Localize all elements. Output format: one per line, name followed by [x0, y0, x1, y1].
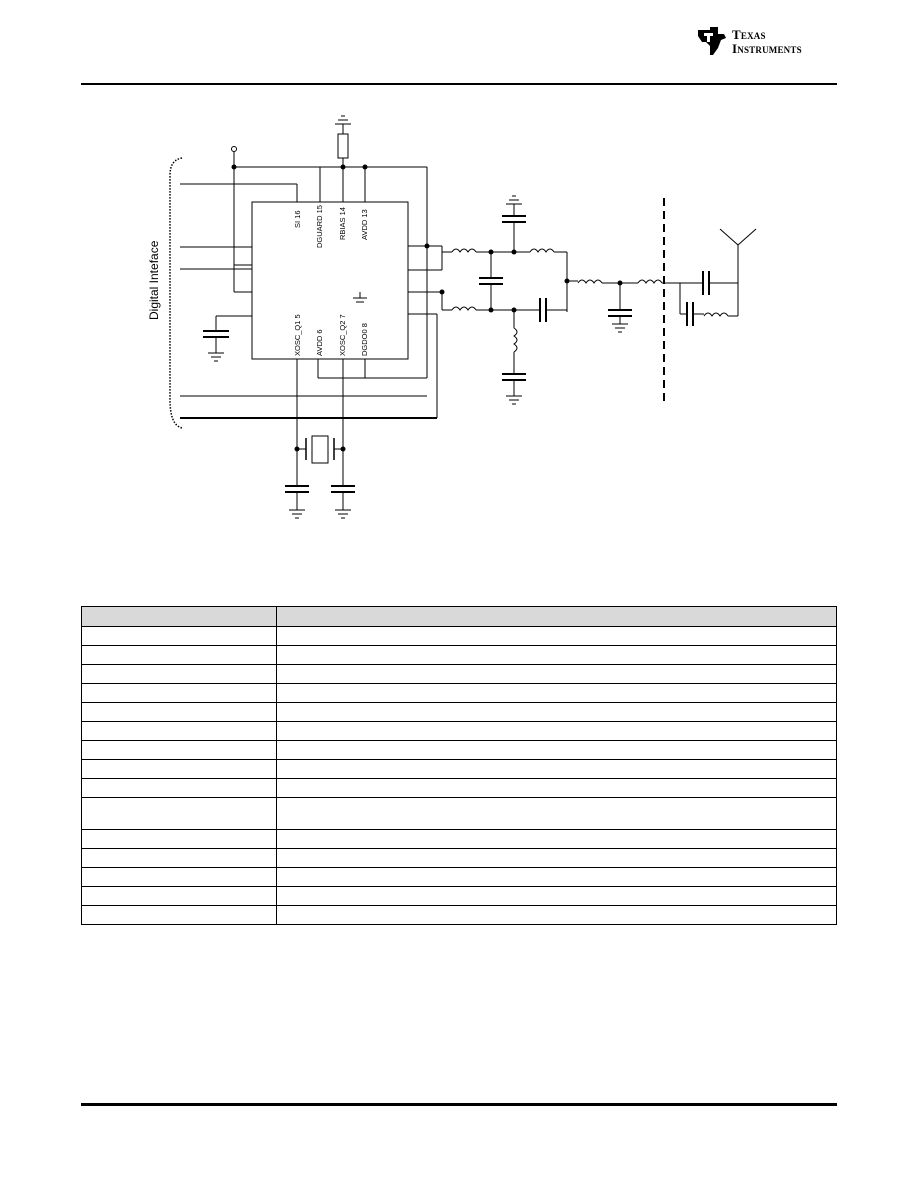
table-cell: [81, 721, 277, 741]
table-cell: [81, 905, 277, 925]
table-header-cell: [276, 606, 837, 627]
table-row: [81, 645, 837, 665]
table-cell: [81, 702, 277, 722]
footer-rule: [81, 1103, 837, 1106]
table-cell: [276, 759, 837, 779]
table-row: [81, 626, 837, 646]
table-row: [81, 778, 837, 798]
table-cell: [276, 645, 837, 665]
pin-label-dguard: DGUARD 15: [315, 205, 324, 248]
digital-interface-label: Digital Inteface: [147, 240, 161, 320]
ti-logo-mark-icon: [698, 27, 726, 55]
table-cell: [81, 683, 277, 703]
table-cell: [81, 664, 277, 684]
table-row: [81, 683, 837, 703]
table-cell: [81, 848, 277, 868]
pin-label-xosc-q2: XOSC_Q2 7: [338, 314, 347, 356]
pin-label-rbias: RBIAS 14: [338, 207, 347, 240]
table-row: [81, 664, 837, 684]
table-row: [81, 759, 837, 779]
table-cell: [276, 683, 837, 703]
table-row: [81, 797, 837, 830]
table-cell: [276, 886, 837, 906]
table-header-cell: [81, 606, 277, 627]
table-cell: [81, 740, 277, 760]
table-cell: [276, 740, 837, 760]
pin-label-avdd-6: AVDD 6: [315, 329, 324, 356]
table-row: [81, 886, 837, 906]
table-cell: [81, 829, 277, 849]
logo-line-1: Texas: [732, 27, 766, 42]
table-cell: [276, 797, 837, 830]
table-row: [81, 740, 837, 760]
table-cell: [81, 759, 277, 779]
table-row: [81, 867, 837, 887]
pin-label-avdd-13: AVDD 13: [360, 209, 369, 240]
table-cell: [81, 645, 277, 665]
component-table: [81, 606, 837, 925]
junction-dots: [231, 164, 623, 452]
table-cell: [276, 848, 837, 868]
table-cell: [81, 797, 277, 830]
logo-line-2: Instruments: [732, 41, 802, 56]
table-row: [81, 829, 837, 849]
table-cell: [81, 778, 277, 798]
table-row: [81, 905, 837, 925]
pin-label-si: SI 16: [293, 210, 302, 228]
table-cell: [276, 664, 837, 684]
table-row: [81, 702, 837, 722]
ti-logo: Texas Instruments: [696, 24, 841, 64]
table-cell: [276, 702, 837, 722]
table-header-row: [81, 606, 837, 627]
chip-outline: [251, 201, 409, 360]
table-cell: [276, 778, 837, 798]
table-cell: [276, 905, 837, 925]
table-cell: [276, 626, 837, 646]
pin-label-dgdo0: DGDO0 8: [360, 323, 369, 356]
table-cell: [81, 867, 277, 887]
table-cell: [81, 626, 277, 646]
table-cell: [276, 829, 837, 849]
ti-logo-wordmark: Texas Instruments: [732, 28, 802, 56]
table-cell: [276, 867, 837, 887]
header-rule: [81, 83, 837, 85]
table-row: [81, 848, 837, 868]
digital-interface-brace: [169, 157, 183, 429]
pin-label-xosc-q1: XOSC_Q1 5: [293, 314, 302, 356]
table-row: [81, 721, 837, 741]
table-cell: [81, 886, 277, 906]
table-cell: [276, 721, 837, 741]
application-schematic: Digital Inteface SI 16 DGUARD 15 RBIAS 1…: [147, 115, 757, 519]
